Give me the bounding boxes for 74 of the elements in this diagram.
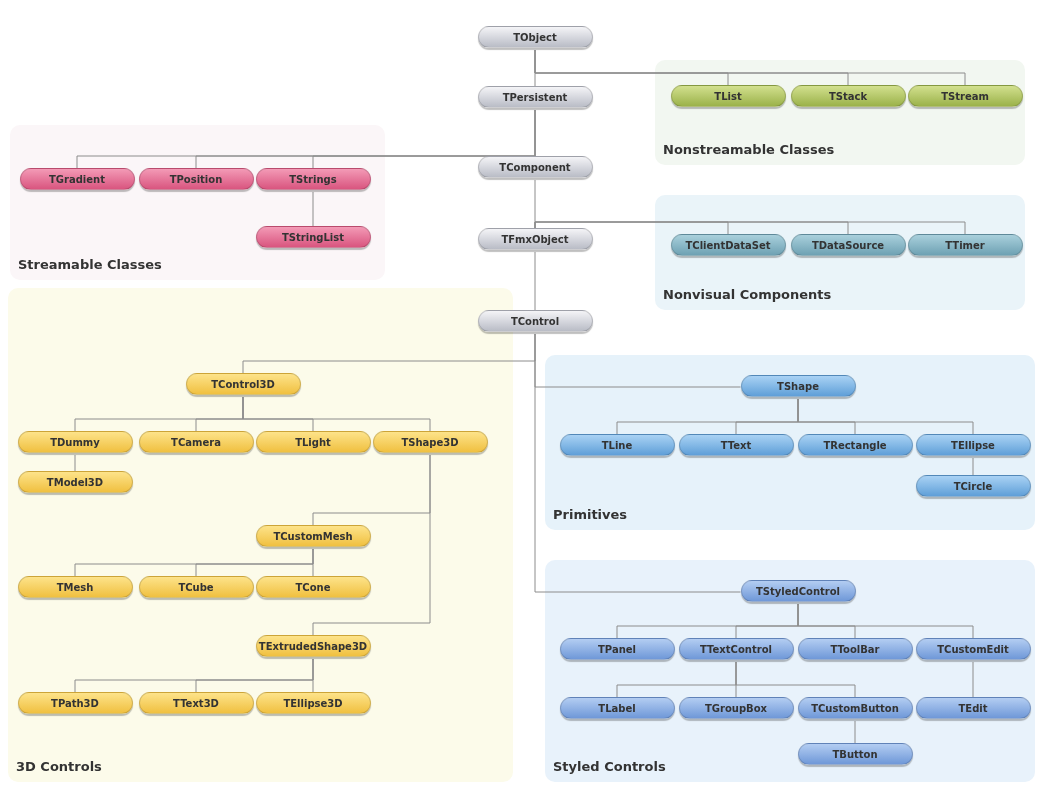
connector-line (534, 221, 966, 235)
group-title: Nonvisual Components (663, 287, 832, 302)
class-node: TStrings (255, 168, 371, 190)
class-node: TCustomEdit (915, 638, 1031, 660)
class-node: TMesh (17, 576, 133, 598)
class-node: TComponent (477, 156, 593, 178)
connector-line (854, 720, 856, 744)
class-node: TCustomMesh (255, 525, 371, 547)
class-node: TShape3D (372, 431, 488, 453)
class-node: TText (678, 434, 794, 456)
connector-line (534, 333, 741, 593)
group-panel (8, 288, 513, 782)
connector-line (242, 396, 431, 432)
connector-line (534, 49, 966, 86)
class-node: TGroupBox (678, 697, 794, 719)
class-node: TCube (138, 576, 254, 598)
class-node: TGradient (19, 168, 135, 190)
group-panel (545, 355, 1035, 530)
connector-line (797, 603, 974, 639)
class-node: TList (670, 85, 786, 107)
class-node: TDataSource (790, 234, 906, 256)
class-node: TCustomButton (797, 697, 913, 719)
group-panel (655, 60, 1025, 165)
class-node: TStringList (255, 226, 371, 248)
group-title: Styled Controls (553, 759, 666, 774)
class-node: TToolBar (797, 638, 913, 660)
class-node: TRectangle (797, 434, 913, 456)
class-node: TFmxObject (477, 228, 593, 250)
class-node: TStack (790, 85, 906, 107)
group-title: Streamable Classes (18, 257, 162, 272)
connector-line (312, 109, 536, 169)
class-node: TStyledControl (740, 580, 856, 602)
class-node: TClientDataSet (670, 234, 786, 256)
class-node: TText3D (138, 692, 254, 714)
class-node: TEllipse3D (255, 692, 371, 714)
class-node: TLight (255, 431, 371, 453)
class-node: TButton (797, 743, 913, 765)
class-node: TPersistent (477, 86, 593, 108)
connector-line (735, 661, 856, 698)
connector-line (797, 398, 974, 435)
class-node: TControl (477, 310, 593, 332)
class-node: TCircle (915, 475, 1031, 497)
class-node: TObject (477, 26, 593, 48)
class-node: TCamera (138, 431, 254, 453)
group-title: Primitives (553, 507, 628, 522)
class-node: TPanel (559, 638, 675, 660)
class-node: TCone (255, 576, 371, 598)
class-node: TPath3D (17, 692, 133, 714)
group-panel (10, 125, 385, 280)
connector-line (312, 454, 431, 636)
class-node: TEdit (915, 697, 1031, 719)
class-node: TEllipse (915, 434, 1031, 456)
class-node: TTextControl (678, 638, 794, 660)
group-panel (655, 195, 1025, 310)
class-node: TShape (740, 375, 856, 397)
class-node: TModel3D (17, 471, 133, 493)
connector-line (312, 548, 314, 577)
class-node: TControl3D (185, 373, 301, 395)
connector-line (534, 251, 536, 311)
class-node: TPosition (138, 168, 254, 190)
class-node: TStream (907, 85, 1023, 107)
class-node: TTimer (907, 234, 1023, 256)
connector-line (312, 658, 314, 693)
class-node: TExtrudedShape3D (255, 635, 371, 657)
class-node: TDummy (17, 431, 133, 453)
group-panel (545, 560, 1035, 782)
class-node: TLabel (559, 697, 675, 719)
connector-line (312, 191, 314, 227)
connector-line (972, 457, 974, 476)
connector-line (74, 454, 76, 472)
connector-line (972, 661, 974, 698)
group-title: 3D Controls (16, 759, 102, 774)
class-node: TLine (559, 434, 675, 456)
group-title: Nonstreamable Classes (663, 142, 835, 157)
